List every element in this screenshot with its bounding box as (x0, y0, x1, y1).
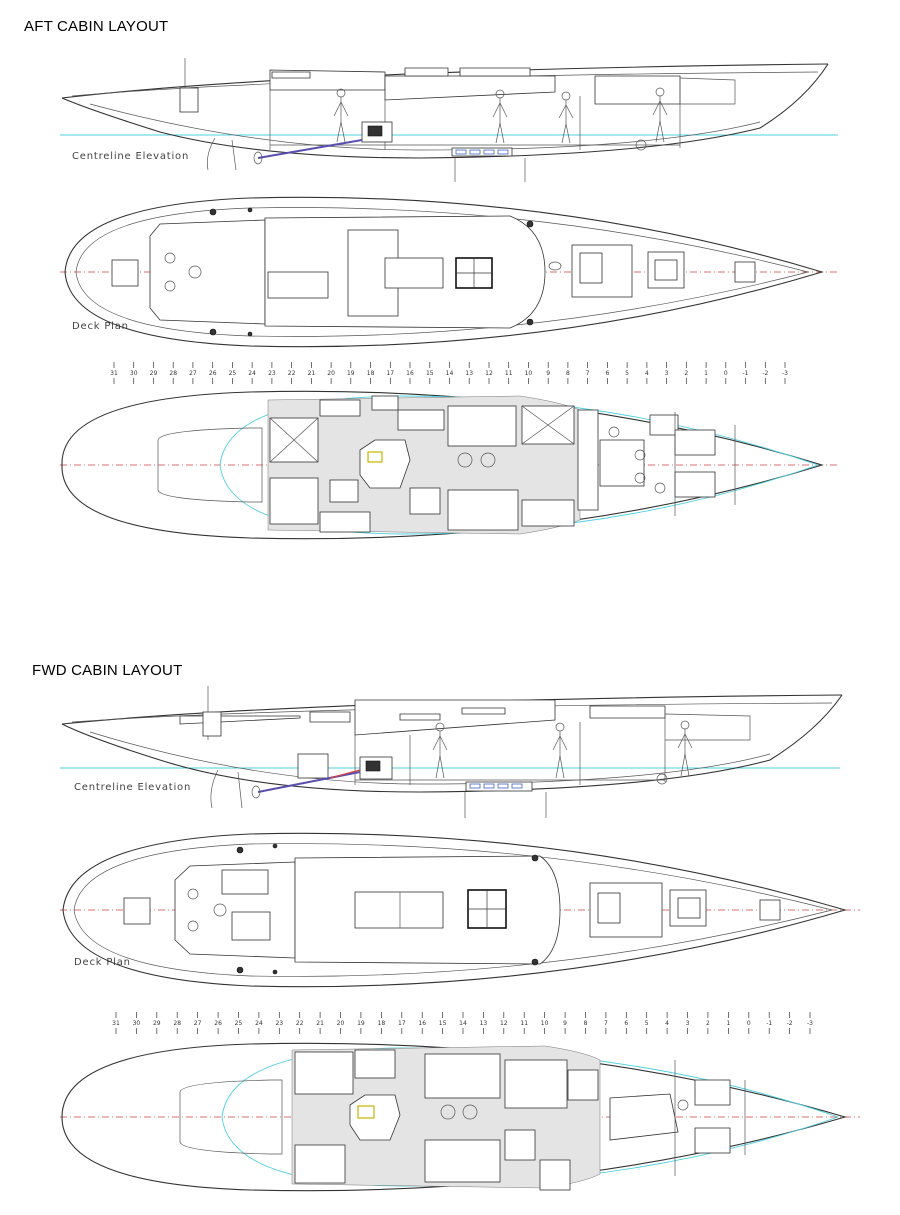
fwd-frame-label: 26 (214, 1020, 222, 1027)
fwd-frame-label: 11 (520, 1020, 528, 1027)
fwd-deck-plan (60, 832, 860, 988)
fwd-frame-label: 14 (459, 1020, 467, 1027)
fwd-frame-label: -2 (787, 1020, 793, 1027)
aft-frame-label: 10 (525, 370, 533, 377)
fwd-frame-label: 12 (500, 1020, 508, 1027)
aft-frame-label: -1 (743, 370, 749, 377)
fwd-deck-label: Deck Plan (74, 957, 131, 968)
fwd-frame-label: 5 (645, 1020, 649, 1027)
aft-frame-label: 28 (169, 370, 177, 377)
fwd-frame-label: 1 (726, 1020, 730, 1027)
aft-frame-label: -3 (782, 370, 788, 377)
fwd-frame-label: 0 (747, 1020, 751, 1027)
fwd-section-title: FWD CABIN LAYOUT (32, 662, 183, 679)
fwd-frame-label: 10 (541, 1020, 549, 1027)
fwd-frame-label: 18 (378, 1020, 386, 1027)
aft-frame-label: 21 (308, 370, 316, 377)
aft-frame-label: 15 (426, 370, 434, 377)
aft-frame-label: 24 (248, 370, 256, 377)
fwd-frame-label: 25 (235, 1020, 243, 1027)
fwd-frame-label: 20 (337, 1020, 345, 1027)
aft-frame-label: 2 (684, 370, 688, 377)
aft-frame-label: 31 (110, 370, 118, 377)
fwd-frame-label: 17 (398, 1020, 406, 1027)
fwd-frame-label: 23 (275, 1020, 283, 1027)
fwd-frame-label: 27 (194, 1020, 202, 1027)
fwd-frame-label: 29 (153, 1020, 161, 1027)
fwd-frame-label: 24 (255, 1020, 263, 1027)
aft-frame-label: 26 (209, 370, 217, 377)
aft-frame-label: 1 (704, 370, 708, 377)
fwd-frame-label: 19 (357, 1020, 365, 1027)
aft-frame-label: 25 (229, 370, 237, 377)
fwd-frame-label: 7 (604, 1020, 608, 1027)
aft-frame-label: 14 (446, 370, 454, 377)
aft-frame-label: 20 (327, 370, 335, 377)
aft-frame-label: 19 (347, 370, 355, 377)
aft-section-title: AFT CABIN LAYOUT (24, 18, 169, 35)
fwd-frame-label: 8 (584, 1020, 588, 1027)
aft-accommodation-plan (60, 390, 840, 540)
aft-frame-label: 4 (645, 370, 649, 377)
aft-frame-label: 29 (150, 370, 158, 377)
aft-frame-label: 6 (605, 370, 609, 377)
aft-frame-label: 23 (268, 370, 276, 377)
fwd-frame-label: 13 (480, 1020, 488, 1027)
aft-elevation-label: Centreline Elevation (72, 151, 190, 162)
fwd-frame-label: 16 (418, 1020, 426, 1027)
aft-deck-label: Deck Plan (72, 321, 129, 332)
fwd-frame-label: 28 (173, 1020, 181, 1027)
fwd-frame-label: 9 (563, 1020, 567, 1027)
aft-frame-label: 16 (406, 370, 414, 377)
aft-frame-label: 17 (386, 370, 394, 377)
aft-frame-label: 7 (586, 370, 590, 377)
fwd-centreline-elevation (60, 686, 843, 818)
aft-frame-label: 27 (189, 370, 197, 377)
aft-frame-label: 12 (485, 370, 493, 377)
aft-centreline-elevation (60, 58, 838, 182)
fwd-frame-label: 2 (706, 1020, 710, 1027)
aft-frame-label: 0 (724, 370, 728, 377)
fwd-frame-label: 22 (296, 1020, 304, 1027)
fwd-frame-label: -1 (766, 1020, 772, 1027)
aft-frame-label: 11 (505, 370, 513, 377)
fwd-frame-label: 15 (439, 1020, 447, 1027)
aft-frame-label: 8 (566, 370, 570, 377)
fwd-elevation-label: Centreline Elevation (74, 782, 192, 793)
aft-frame-label: 3 (665, 370, 669, 377)
fwd-frame-label: 6 (624, 1020, 628, 1027)
aft-deck-plan (60, 196, 840, 348)
aft-frame-label: 9 (546, 370, 550, 377)
fwd-frame-label: 21 (316, 1020, 324, 1027)
fwd-frame-label: 31 (112, 1020, 120, 1027)
fwd-frame-label: 4 (665, 1020, 669, 1027)
fwd-frame-label: 30 (133, 1020, 141, 1027)
aft-frame-label: -2 (762, 370, 768, 377)
aft-frame-label: 5 (625, 370, 629, 377)
fwd-frame-label: -3 (807, 1020, 813, 1027)
aft-frame-label: 13 (465, 370, 473, 377)
aft-frame-label: 22 (288, 370, 296, 377)
fwd-frame-label: 3 (686, 1020, 690, 1027)
aft-frame-label: 18 (367, 370, 375, 377)
fwd-accommodation-plan (60, 1042, 860, 1192)
aft-frame-label: 30 (130, 370, 138, 377)
